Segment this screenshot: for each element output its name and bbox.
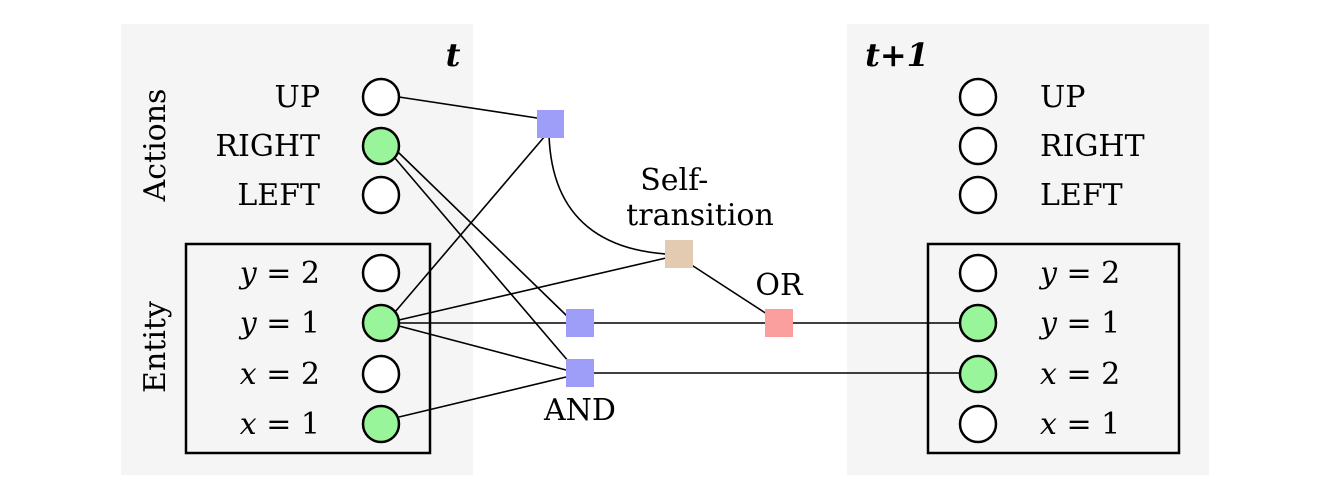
right-entity-x2: x = 2 — [958, 354, 1120, 394]
right-action-left: LEFT — [958, 175, 1123, 215]
self-transition-label: Self- transition — [626, 163, 774, 233]
left-entity-x2: x = 2 — [240, 354, 401, 394]
right-entity-node — [958, 303, 998, 343]
left-action-node — [361, 77, 401, 117]
right-entity-y2: y = 2 — [958, 253, 1120, 293]
edge-up-to-and-top — [398, 96, 538, 119]
entity-group-label: Entity — [138, 301, 173, 393]
right-action-node — [958, 77, 998, 117]
left-entity-label: x = 2 — [240, 357, 320, 392]
right-entity-label: x = 2 — [1040, 357, 1120, 392]
entity-box-left — [184, 242, 432, 455]
or-label: OR — [755, 268, 804, 303]
left-entity-label: y = 2 — [238, 256, 320, 291]
edge-right-to-and-mid — [397, 151, 568, 317]
left-action-node — [361, 126, 401, 166]
right-entity-x1: x = 1 — [958, 404, 1120, 444]
right-action-up: UP — [958, 77, 1085, 117]
right-action-label: UP — [1040, 80, 1085, 115]
left-entity-y1: y = 1 — [238, 303, 401, 343]
left-entity-label: y = 1 — [238, 306, 320, 341]
actions-group-label: Actions — [138, 89, 173, 203]
right-action-label: RIGHT — [1040, 129, 1145, 164]
edge-self-transition-to-or — [689, 263, 771, 317]
right-action-right: RIGHT — [958, 126, 1145, 166]
edge-y1-to-self-transition — [398, 257, 667, 321]
and-gate-mid — [566, 309, 594, 337]
time-label-t: t — [446, 36, 461, 74]
right-action-node — [958, 175, 998, 215]
right-entity-node — [958, 354, 998, 394]
and-gate-top — [537, 110, 564, 138]
right-entity-y1: y = 1 — [958, 303, 1120, 343]
edge-y1-to-and-low — [398, 325, 567, 371]
left-action-node — [361, 175, 401, 215]
right-entity-node — [958, 253, 998, 293]
edge-and-top-to-self-transition — [548, 134, 667, 255]
right-entity-label: x = 1 — [1040, 407, 1120, 442]
left-entity-y2: y = 2 — [238, 253, 401, 293]
right-action-label: LEFT — [1040, 178, 1123, 213]
entity-box-right — [926, 242, 1181, 455]
or-gate — [765, 309, 793, 337]
and-gate-low — [566, 359, 594, 387]
edges — [393, 96, 960, 418]
left-entity-node — [361, 354, 401, 394]
left-entity-node — [361, 303, 401, 343]
edge-and-top-to-y1 — [394, 135, 546, 313]
edge-x1-to-and-low — [398, 376, 567, 418]
left-entity-label: x = 1 — [240, 407, 320, 442]
right-entity-label: y = 1 — [1038, 306, 1120, 341]
edge-right-to-and-low — [393, 156, 570, 363]
left-action-left: LEFT — [237, 175, 401, 215]
left-action-up: UP — [275, 77, 401, 117]
and-label: AND — [543, 393, 616, 428]
left-action-label: LEFT — [237, 178, 320, 213]
right-entity-label: y = 2 — [1038, 256, 1120, 291]
left-entity-x1: x = 1 — [240, 404, 401, 444]
right-entity-node — [958, 404, 998, 444]
time-t-plus-1-panel — [847, 24, 1209, 475]
left-action-right: RIGHT — [215, 126, 401, 166]
left-action-label: UP — [275, 80, 320, 115]
self-transition-gate — [665, 240, 693, 268]
left-entity-node — [361, 253, 401, 293]
time-label-t-plus-1: t+1 — [865, 36, 929, 74]
left-action-label: RIGHT — [215, 129, 320, 164]
right-action-node — [958, 126, 998, 166]
left-entity-node — [361, 404, 401, 444]
